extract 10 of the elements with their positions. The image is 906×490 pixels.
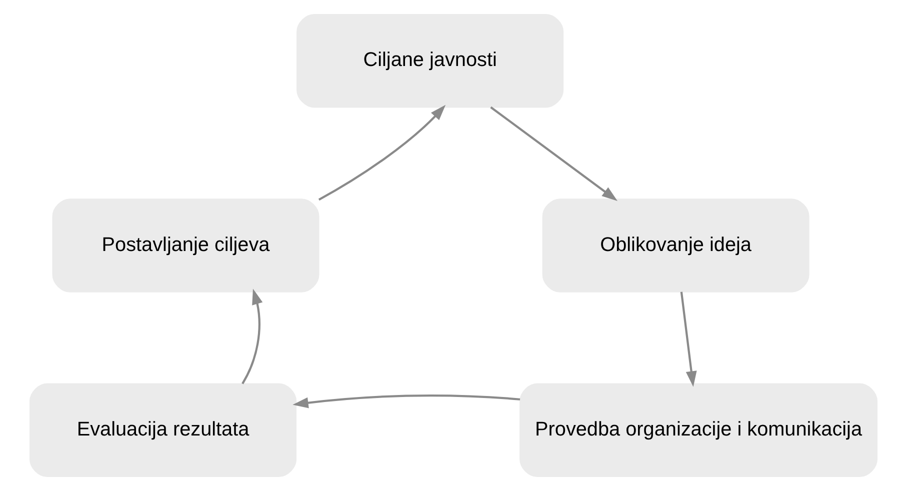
arrow [292,394,520,408]
node-box: Evaluacija rezultata [29,382,296,477]
node-box: Ciljane javnosti [296,13,564,108]
arrow [318,104,446,200]
node-box: Postavljanje ciljeva [52,198,319,292]
node-box: Provedba organizacije i komunikacija [519,382,877,477]
arrow [680,291,696,386]
arrow [490,106,617,200]
arrow [241,288,262,384]
node-box: Oblikovanje ideja [542,198,809,292]
